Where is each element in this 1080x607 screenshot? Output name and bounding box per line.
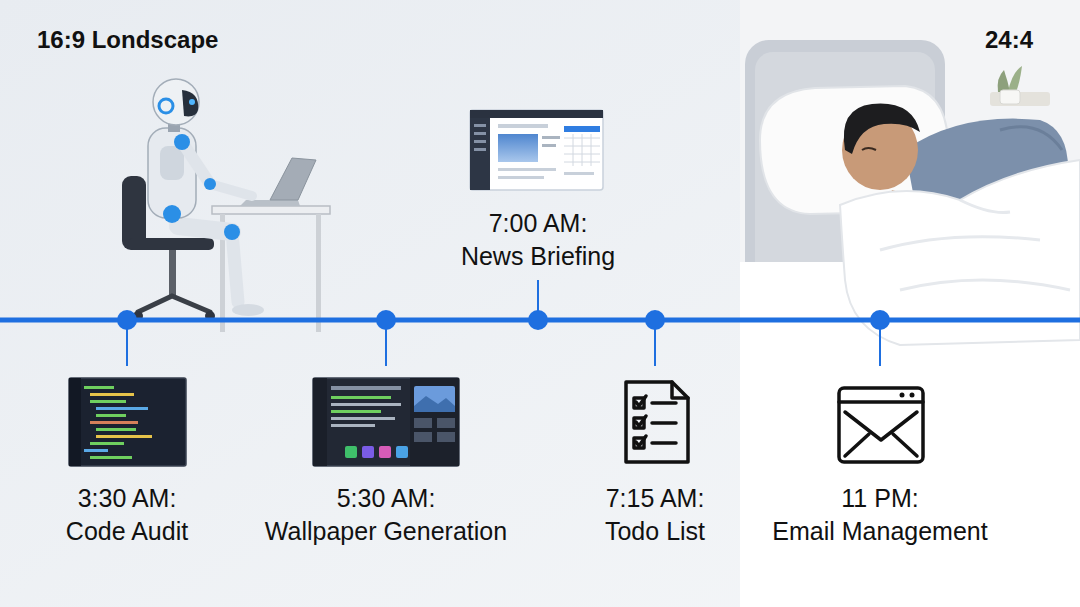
code-editor-screenshot bbox=[69, 378, 186, 466]
event-label: 3:30 AM: Code Audit bbox=[66, 482, 188, 548]
event-name: Email Management bbox=[772, 515, 987, 548]
event-time: 3:30 AM: bbox=[66, 482, 188, 515]
event-time: 5:30 AM: bbox=[265, 482, 507, 515]
event-time: 7:15 AM: bbox=[605, 482, 705, 515]
event-time: 11 PM: bbox=[772, 482, 987, 515]
event-name: Todo List bbox=[605, 515, 705, 548]
sleeping-person-scene bbox=[740, 0, 1080, 607]
wallpaper-app-screenshot bbox=[313, 378, 459, 466]
event-label: 7:00 AM: News Briefing bbox=[461, 207, 615, 273]
timeline bbox=[0, 280, 1080, 366]
email-icon bbox=[839, 388, 923, 462]
news-screenshot bbox=[470, 110, 603, 190]
corner-note: 16:9 Londscape bbox=[37, 24, 218, 56]
corner-note: 24:4 bbox=[985, 24, 1033, 56]
event-name: News Briefing bbox=[461, 240, 615, 273]
window-dot bbox=[900, 393, 905, 398]
window-dot bbox=[910, 393, 915, 398]
event-label: 11 PM: Email Management bbox=[772, 482, 987, 548]
event-label: 5:30 AM: Wallpaper Generation bbox=[265, 482, 507, 548]
event-name: Wallpaper Generation bbox=[265, 515, 507, 548]
robot-at-desk bbox=[122, 79, 330, 332]
event-label: 7:15 AM: Todo List bbox=[605, 482, 705, 548]
todo-list-icon bbox=[626, 382, 688, 462]
event-name: Code Audit bbox=[66, 515, 188, 548]
event-time: 7:00 AM: bbox=[461, 207, 615, 240]
